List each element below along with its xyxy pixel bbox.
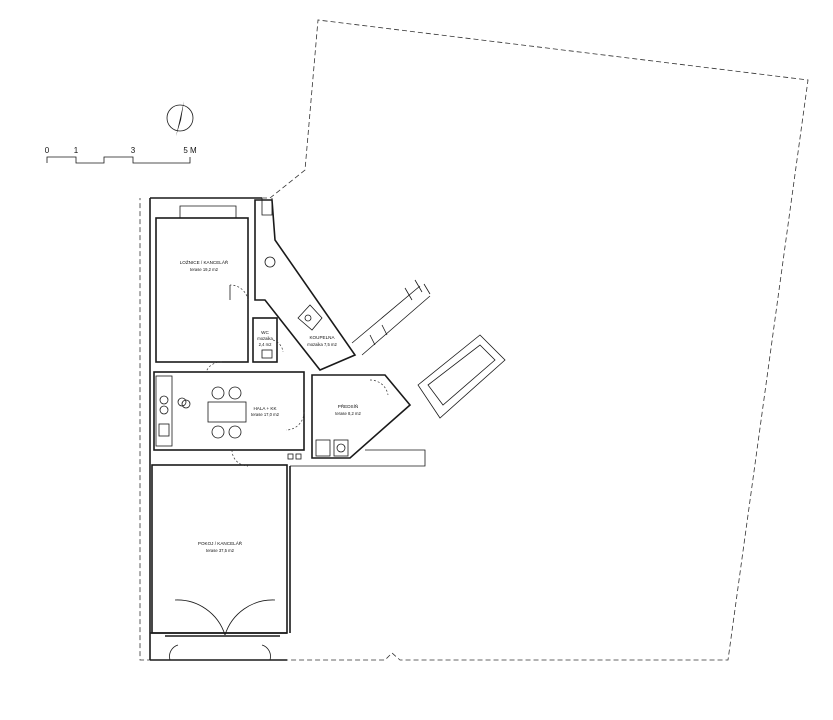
svg-text:mozaika: mozaika (257, 336, 273, 341)
room-label-hala: HALA + KK terase 17,0 m2 (251, 406, 280, 417)
room-label-loznice: LOŽNICE / KANCELÁŘ terase 19,2 m2 (180, 258, 229, 272)
door-swings (169, 284, 389, 661)
svg-text:WC: WC (261, 330, 269, 335)
room-label-wc: WC mozaika 2,4 m2 (257, 330, 273, 347)
svg-text:mozaika 7,5 m2: mozaika 7,5 m2 (307, 342, 337, 347)
plot-boundary (139, 19, 809, 661)
street-outline (290, 279, 506, 467)
room-label-pokoj: POKOJ / KANCELÁŘ terase 37,5 m2 (198, 539, 243, 553)
scale-label-0: 0 (45, 146, 50, 155)
scale-label-1: 1 (74, 146, 79, 155)
svg-text:LOŽNICE / KANCELÁŘ: LOŽNICE / KANCELÁŘ (180, 258, 229, 265)
scale-bar: 0 1 3 5 M (45, 146, 197, 164)
svg-text:terase 37,5 m2: terase 37,5 m2 (206, 548, 235, 553)
svg-text:terase 19,2 m2: terase 19,2 m2 (190, 267, 219, 272)
room-label-koupelna: KOUPELNA mozaika 7,5 m2 (307, 335, 337, 347)
svg-text:terase 17,0 m2: terase 17,0 m2 (251, 412, 280, 417)
svg-text:POKOJ / KANCELÁŘ: POKOJ / KANCELÁŘ (198, 539, 243, 546)
bathroom-fixtures (261, 256, 349, 460)
building-walls (149, 197, 412, 661)
north-arrow-icon (166, 101, 194, 136)
svg-text:HALA + KK: HALA + KK (253, 406, 277, 411)
dining-table (207, 386, 247, 439)
room-label-predsin: PŘEDSÍŇ terase 8,2 m2 (335, 402, 361, 416)
svg-text:KOUPELNA: KOUPELNA (309, 335, 335, 340)
scale-label-5m: 5 M (183, 146, 197, 155)
svg-text:PŘEDSÍŇ: PŘEDSÍŇ (338, 402, 358, 409)
scale-label-3: 3 (131, 146, 136, 155)
kitchen-counter (155, 375, 191, 447)
svg-text:2,4 m2: 2,4 m2 (259, 342, 272, 347)
svg-text:terase 8,2 m2: terase 8,2 m2 (335, 411, 361, 416)
